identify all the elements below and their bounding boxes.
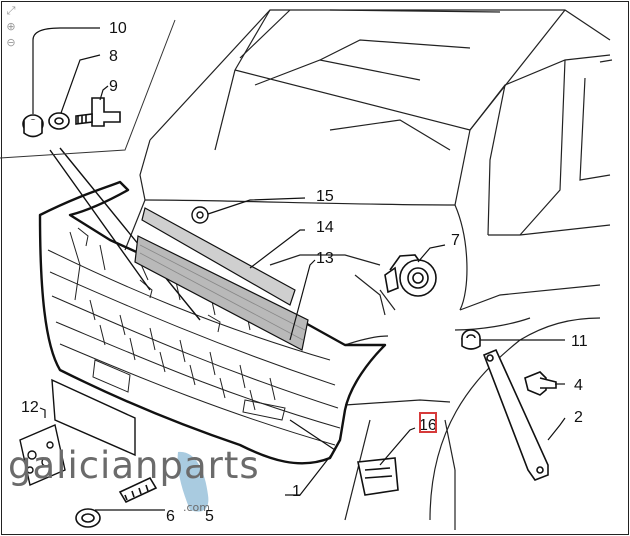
callout-8: 8 <box>109 48 118 65</box>
part-7-housing <box>384 254 437 297</box>
part-11-nut <box>461 329 481 350</box>
callout-4: 4 <box>574 377 583 394</box>
callout-9: 9 <box>109 78 118 95</box>
inset-frame <box>0 19 176 159</box>
front-bumper <box>38 180 387 465</box>
callout-6: 6 <box>166 508 175 525</box>
watermark-domain: .com <box>183 501 210 514</box>
part-12-plate <box>19 378 136 486</box>
part-5-bolt <box>118 476 158 504</box>
callout-14: 14 <box>316 219 334 236</box>
leader-lines <box>39 197 566 511</box>
bumper-grille-detail <box>47 227 341 446</box>
callout-10: 10 <box>109 20 127 37</box>
part-10-nut <box>22 114 44 138</box>
callout-13: 13 <box>316 250 334 267</box>
callout-15: 15 <box>316 188 334 205</box>
part-9-screw <box>75 97 121 127</box>
callout-2: 2 <box>574 409 583 426</box>
callout-7: 7 <box>451 232 460 249</box>
watermark: galicianparts .com <box>8 444 260 514</box>
part-2-bracket <box>482 348 549 481</box>
part-14-mesh-upper <box>141 207 296 306</box>
leader-inset-to-clips <box>49 147 201 321</box>
zoom-toolbar: ⤢ ⊕ ⊖ <box>4 4 24 52</box>
part-4-screw <box>524 371 557 396</box>
callout-12: 12 <box>21 399 39 416</box>
vehicle-outline <box>124 9 613 530</box>
watermark-text: galicianparts <box>8 444 260 487</box>
zoom-out-icon[interactable]: ⊖ <box>6 36 16 49</box>
part-8-washer <box>48 112 70 130</box>
callout-16-highlight <box>419 412 437 433</box>
zoom-in-icon[interactable]: ⊕ <box>6 20 16 33</box>
callout-16: 16 <box>419 417 437 434</box>
callout-11: 11 <box>571 333 588 350</box>
part-6-washer <box>75 508 101 528</box>
watermark-accent <box>177 451 209 512</box>
callout-labels: 10 8 9 15 14 13 7 11 4 2 16 12 1 6 5 <box>21 20 588 525</box>
expand-icon[interactable]: ⤢ <box>6 4 16 17</box>
part-16-bracket <box>357 457 399 496</box>
leaders-inset <box>32 27 109 114</box>
callout-5: 5 <box>205 508 214 525</box>
part-15-clip <box>191 206 209 224</box>
part-13-mesh-grille <box>134 235 309 351</box>
callout-1: 1 <box>292 483 301 500</box>
